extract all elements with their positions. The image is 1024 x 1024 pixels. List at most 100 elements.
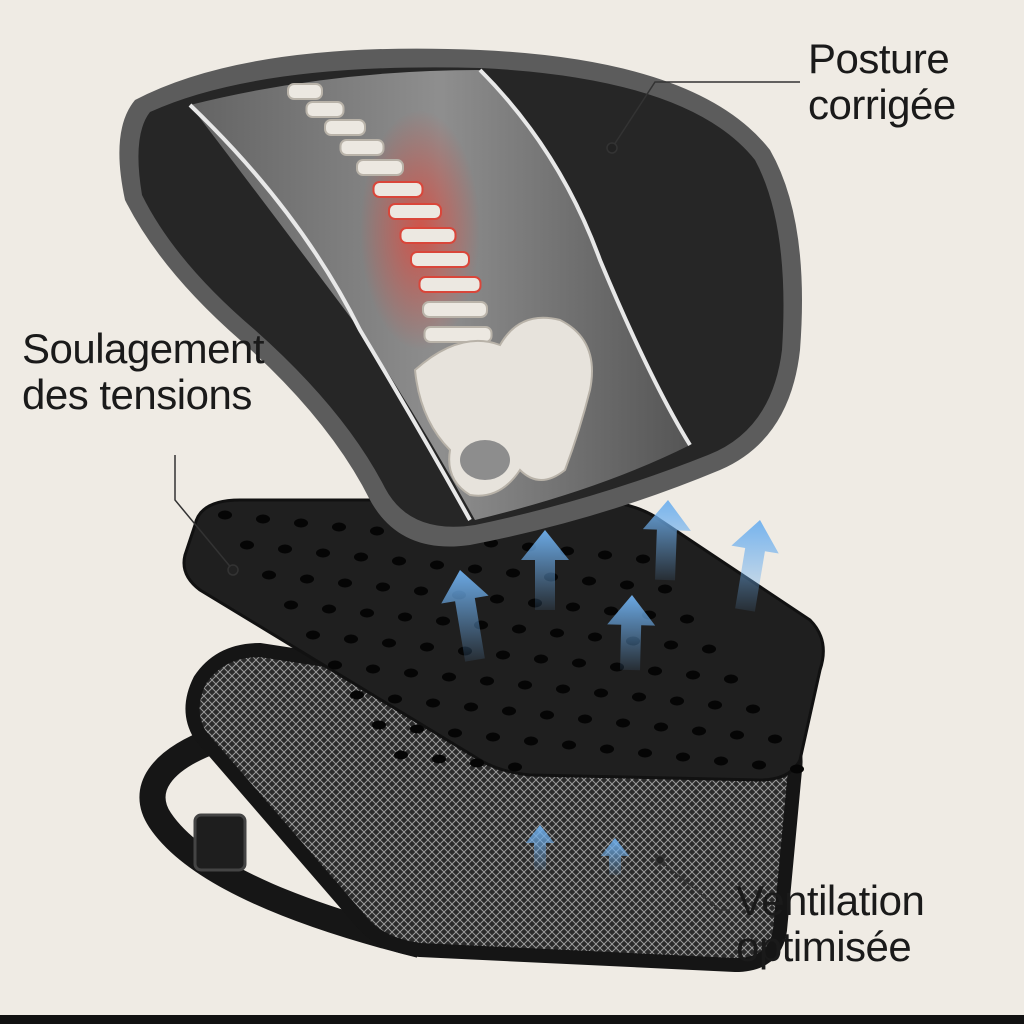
hole [306, 630, 320, 640]
hole [332, 522, 346, 532]
hole [370, 526, 384, 536]
vertebra [324, 119, 366, 136]
hole [752, 760, 766, 770]
hole [702, 644, 716, 654]
hole [638, 748, 652, 758]
hole [746, 704, 760, 714]
label-relief: Soulagement des tensions [22, 325, 265, 418]
hole [376, 582, 390, 592]
hole [430, 560, 444, 570]
hole [490, 594, 504, 604]
airflow-arrow-icon [521, 530, 569, 610]
hole [578, 714, 592, 724]
hole [404, 668, 418, 678]
airflow-arrow-icon [600, 838, 630, 875]
hole [410, 724, 424, 734]
hole [508, 762, 522, 772]
hole [256, 514, 270, 524]
hole [598, 550, 612, 560]
hole [262, 570, 276, 580]
strap [139, 727, 424, 958]
hole [468, 564, 482, 574]
hole [686, 670, 700, 680]
vertebra [287, 83, 323, 100]
vertebra [418, 276, 482, 293]
hole [388, 694, 402, 704]
hole [562, 740, 576, 750]
hole [350, 690, 364, 700]
hole [294, 518, 308, 528]
hole [432, 754, 446, 764]
hole [768, 734, 782, 744]
hole [496, 650, 510, 660]
bottom-bar [0, 1015, 1024, 1024]
hole [724, 674, 738, 684]
hole [394, 750, 408, 760]
hole [670, 696, 684, 706]
label-line: Soulagement [22, 325, 265, 372]
label-ventilation: Ventilation optimisée [736, 878, 925, 970]
hole [594, 688, 608, 698]
hole [620, 580, 634, 590]
hole [328, 660, 342, 670]
hole [366, 664, 380, 674]
hole [480, 676, 494, 686]
hole [566, 602, 580, 612]
hole [524, 736, 538, 746]
hole [636, 554, 650, 564]
hole [658, 584, 672, 594]
hole [680, 614, 694, 624]
hole [632, 692, 646, 702]
hole [588, 632, 602, 642]
hole [654, 722, 668, 732]
hole [534, 654, 548, 664]
hole [486, 732, 500, 742]
hole [600, 744, 614, 754]
hole [692, 726, 706, 736]
spine [287, 83, 493, 350]
airflow-arrow-icon [642, 500, 691, 581]
hole [344, 634, 358, 644]
hole [604, 606, 618, 616]
label-line: des tensions [22, 371, 252, 418]
hole [464, 702, 478, 712]
hole [708, 700, 722, 710]
hole [414, 586, 428, 596]
buckle-icon [193, 813, 247, 872]
vertebra [422, 301, 488, 318]
vertebra [388, 203, 442, 220]
hole [616, 718, 630, 728]
hole [506, 568, 520, 578]
label-line: corrigée [808, 81, 956, 128]
hole [322, 604, 336, 614]
hole [730, 730, 744, 740]
hole [398, 612, 412, 622]
hole [448, 728, 462, 738]
hole [338, 578, 352, 588]
hole [512, 624, 526, 634]
hole [372, 720, 386, 730]
hole [218, 510, 232, 520]
hole [714, 756, 728, 766]
hole [354, 552, 368, 562]
vertebra [356, 159, 404, 176]
hole [420, 642, 434, 652]
callout-lines [174, 81, 800, 911]
hole [426, 698, 440, 708]
vertebra [305, 101, 345, 118]
hole [572, 658, 586, 668]
hole [790, 764, 804, 774]
hole [392, 556, 406, 566]
label-posture: Posture corrigée [808, 36, 956, 128]
vertebra [372, 181, 424, 198]
airflow-arrow-icon [731, 520, 779, 612]
hole [470, 758, 484, 768]
hole [316, 548, 330, 558]
vertebra [410, 251, 470, 268]
vertebra [339, 139, 385, 156]
airflow-arrow-icon [441, 570, 489, 662]
label-line: optimisée [736, 923, 912, 970]
hole [436, 616, 450, 626]
hole [360, 608, 374, 618]
